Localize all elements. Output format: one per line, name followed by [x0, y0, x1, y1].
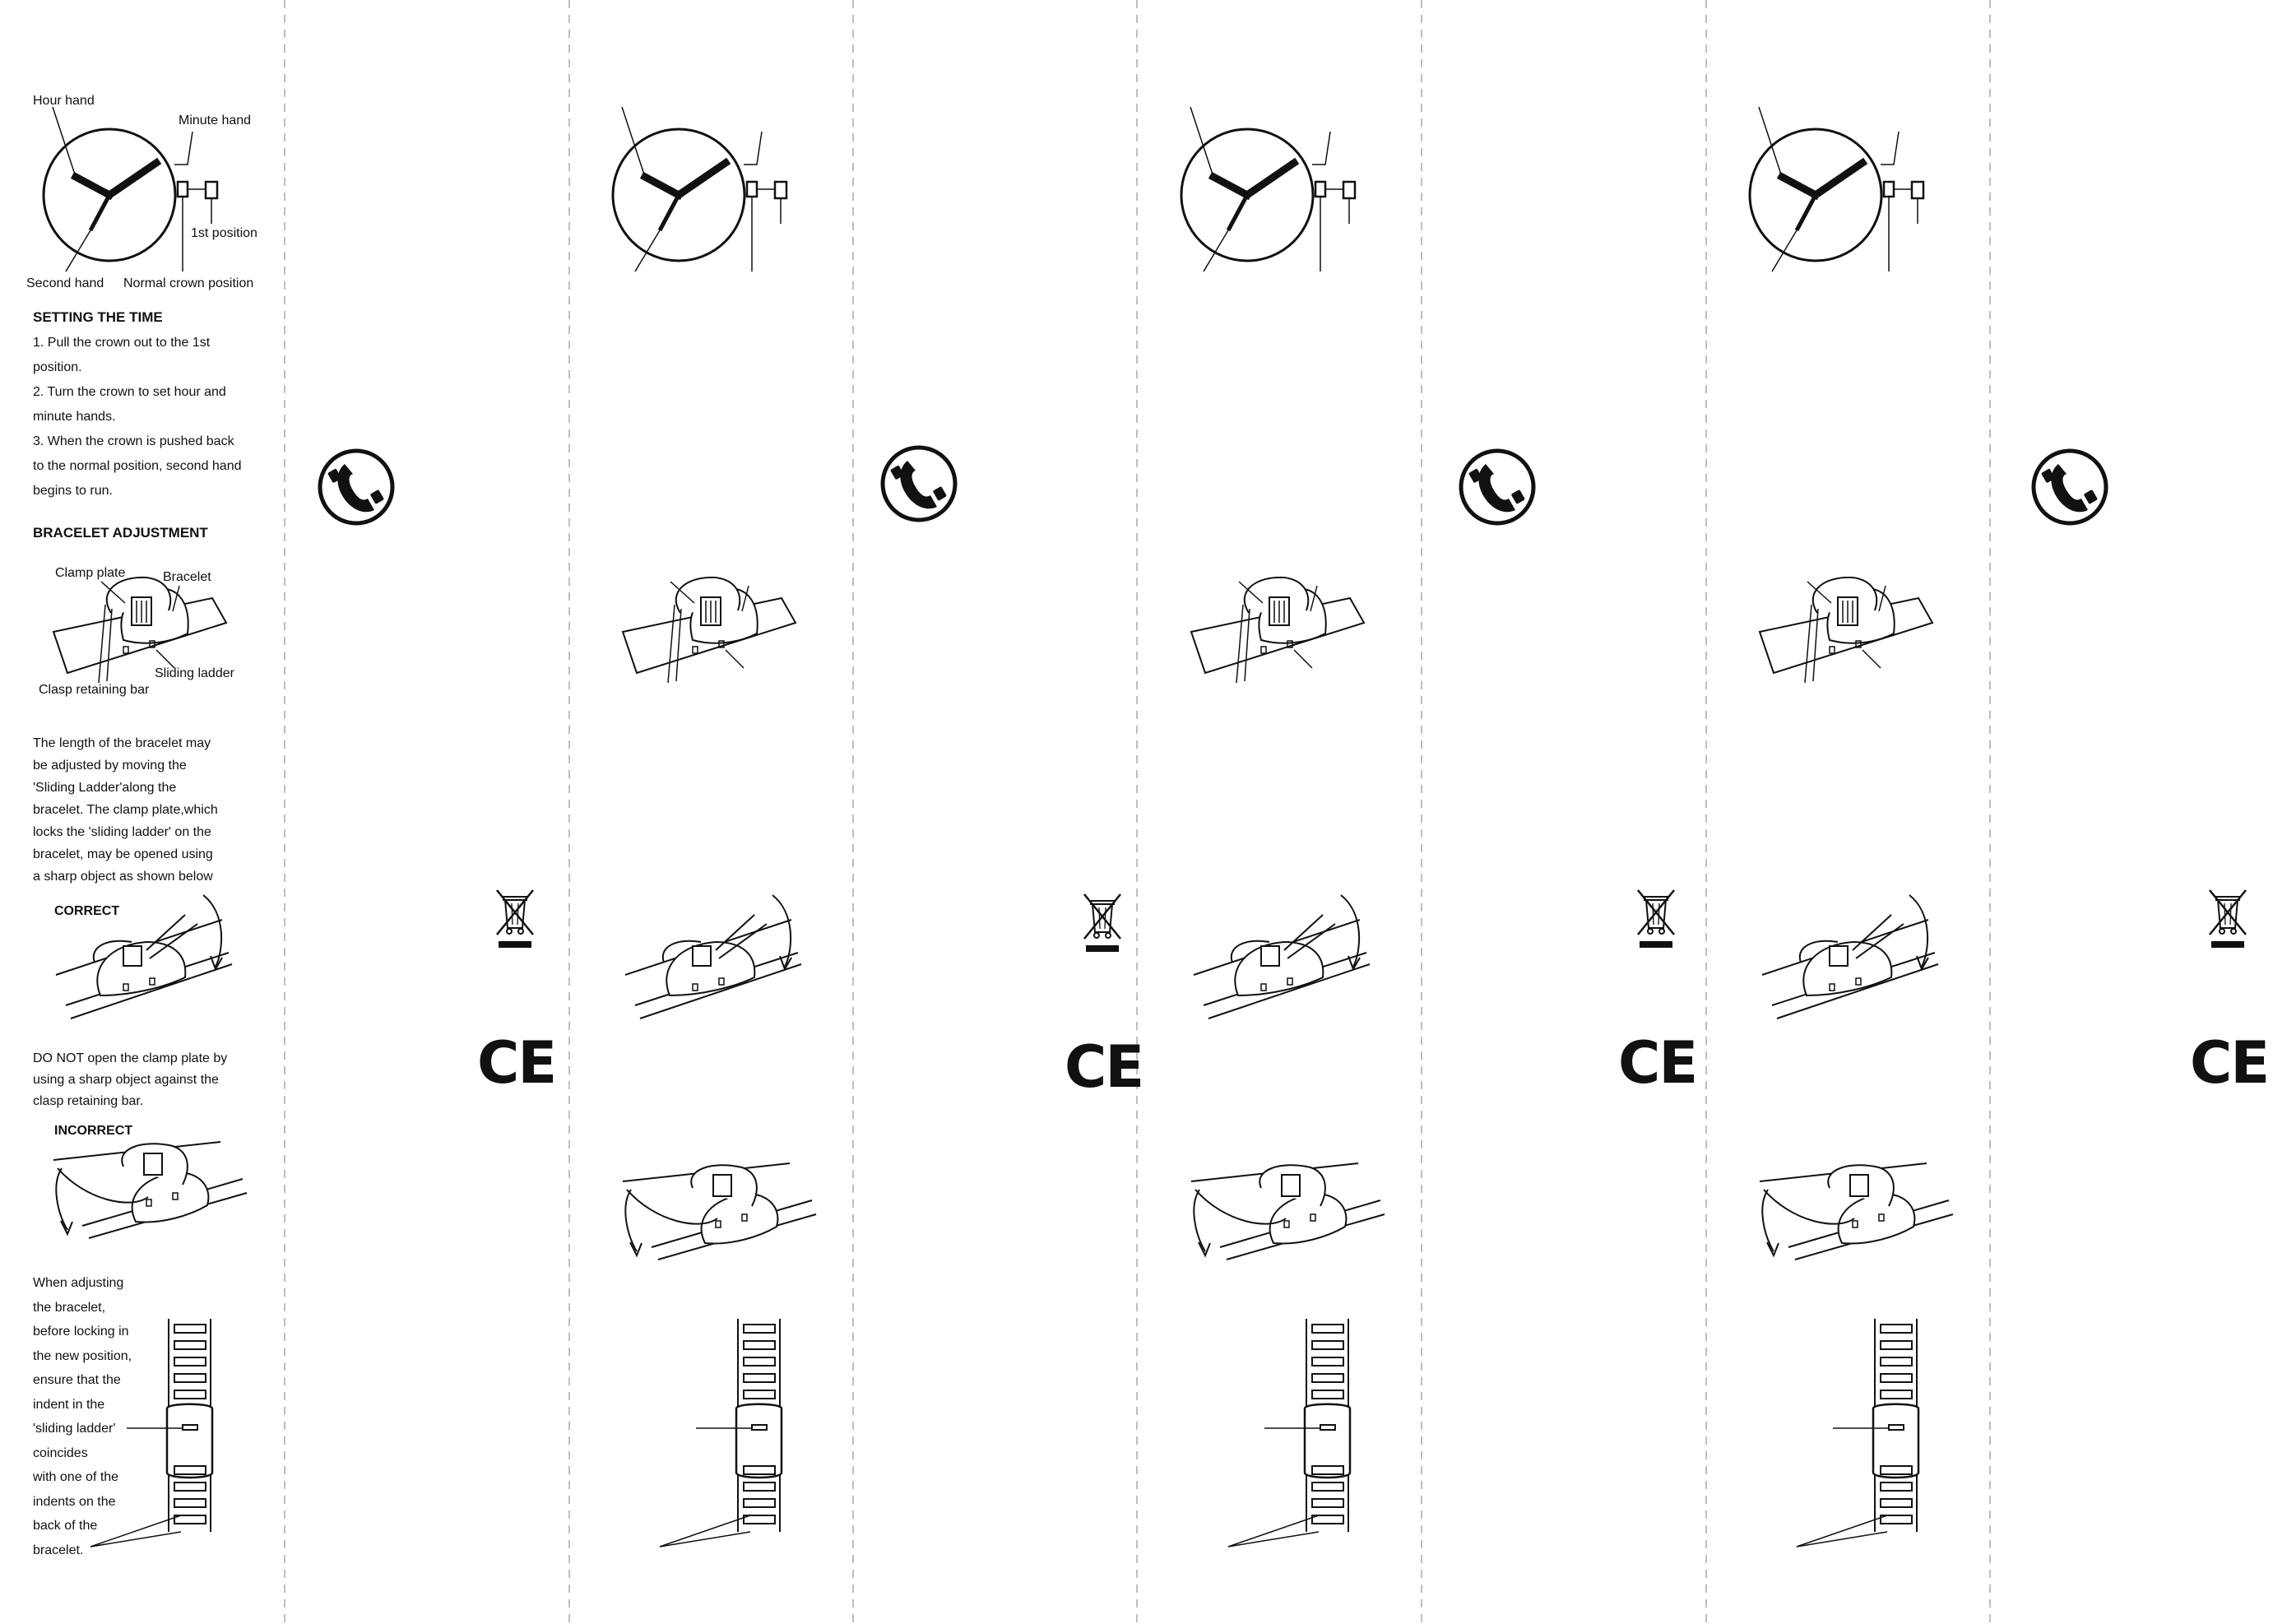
adjust-line: When adjusting	[33, 1276, 124, 1290]
adjust-line: indents on the	[33, 1494, 116, 1509]
label-first-position: 1st position	[191, 226, 257, 240]
adjust-line: 'sliding ladder'	[33, 1422, 116, 1436]
setting-time-steps: 1. Pull the crown out to the 1st positio…	[33, 331, 242, 503]
paragraph-line: The length of the bracelet may	[33, 736, 211, 750]
label-second-hand: Second hand	[26, 276, 104, 290]
warning-line: DO NOT open the clamp plate by	[33, 1051, 228, 1065]
paragraph-line: bracelet. The clamp plate,which	[33, 803, 218, 817]
crossed-out-bin-icon	[1636, 889, 1676, 949]
bracelet-paragraph: The length of the bracelet may be adjust…	[33, 732, 218, 888]
paragraph-line: 'Sliding Ladder'along the	[33, 781, 177, 795]
adjust-line: the new position,	[33, 1348, 132, 1363]
adjust-line: with one of the	[33, 1470, 119, 1484]
crossed-out-bin-icon	[1083, 893, 1122, 954]
phone-icon	[883, 448, 955, 520]
adjust-line: the bracelet,	[33, 1300, 106, 1315]
paragraph-line: a sharp object as shown below	[33, 870, 213, 884]
label-minute-hand: Minute hand	[179, 114, 252, 128]
step-line: 1. Pull the crown out to the 1st	[33, 336, 211, 350]
adjusting-paragraph: When adjusting the bracelet, before lock…	[33, 1271, 132, 1562]
step-line: 2. Turn the crown to set hour and	[33, 385, 226, 399]
label-correct: CORRECT	[54, 904, 120, 918]
ce-mark: CE	[2190, 1029, 2270, 1097]
step-line: to the normal position, second hand	[33, 459, 242, 473]
crossed-out-bin-icon	[2208, 889, 2247, 949]
repeat-panel-3	[613, 107, 817, 1548]
step-line: 3. When the crown is pushed back	[33, 434, 234, 448]
label-hour-hand: Hour hand	[33, 94, 95, 108]
step-line: begins to run.	[33, 484, 113, 498]
incorrect-diagram	[53, 1141, 248, 1239]
step-line: minute hands.	[33, 410, 116, 424]
adjust-line: before locking in	[33, 1325, 129, 1339]
label-incorrect: INCORRECT	[54, 1124, 133, 1138]
adjust-line: indent in the	[33, 1397, 105, 1412]
crossed-out-bin-icon	[495, 889, 535, 949]
ce-mark: CE	[1618, 1029, 1698, 1097]
adjust-line: bracelet.	[33, 1543, 84, 1557]
label-bracelet: Bracelet	[163, 570, 211, 584]
adjust-line: ensure that the	[33, 1373, 121, 1387]
phone-icon	[1461, 451, 1533, 523]
adjust-line: coincides	[33, 1445, 88, 1460]
ce-mark: CE	[477, 1029, 557, 1097]
label-clasp-retaining-bar: Clasp retaining bar	[39, 683, 150, 697]
bracelet-adjustment-title: BRACELET ADJUSTMENT	[33, 525, 208, 541]
label-clamp-plate: Clamp plate	[55, 566, 126, 580]
label-sliding-ladder: Sliding ladder	[155, 666, 234, 680]
repeat-panel-7	[1750, 107, 1954, 1548]
watch-diagram	[44, 107, 217, 271]
warning-paragraph: DO NOT open the clamp plate by using a s…	[33, 1048, 227, 1112]
ce-mark: CE	[1065, 1033, 1144, 1101]
warning-line: using a sharp object against the	[33, 1073, 219, 1087]
adjust-line: back of the	[33, 1519, 98, 1533]
label-normal-crown-position: Normal crown position	[123, 276, 254, 290]
paragraph-line: be adjusted by moving the	[33, 759, 187, 773]
phone-icon	[320, 451, 392, 523]
panel-dividers	[284, 0, 1991, 1624]
setting-time-title: SETTING THE TIME	[33, 309, 163, 325]
repeat-panel-5	[1181, 107, 1385, 1548]
paragraph-line: bracelet, may be opened using	[33, 847, 213, 861]
paragraph-line: locks the 'sliding ladder' on the	[33, 825, 211, 839]
warning-line: clasp retaining bar.	[33, 1094, 144, 1108]
phone-icon	[2034, 451, 2106, 523]
step-line: position.	[33, 360, 82, 374]
